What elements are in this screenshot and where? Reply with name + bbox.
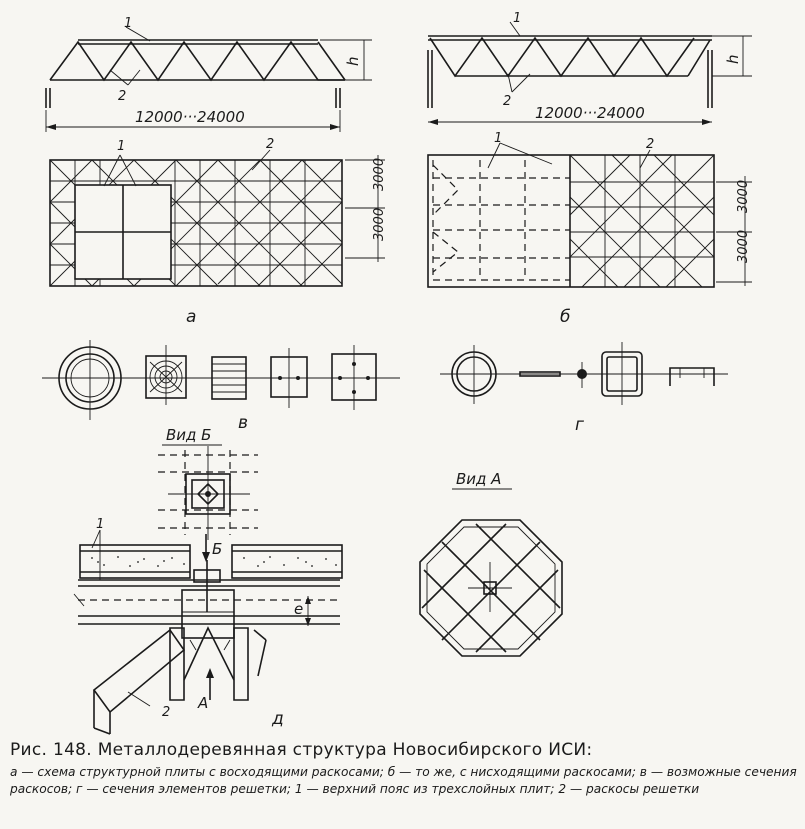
dim-3000-b-top: 3000 bbox=[736, 180, 751, 213]
span-dim-b: 12000···24000 bbox=[535, 104, 645, 122]
panel-label-v: в bbox=[238, 413, 248, 433]
panel-label-b: б bbox=[560, 307, 570, 327]
label-1-plan-b: 1 bbox=[494, 131, 502, 146]
label-h-a: h bbox=[344, 56, 362, 66]
label-2-plan-a: 2 bbox=[266, 137, 274, 152]
dim-3000-b-bottom: 3000 bbox=[736, 230, 751, 263]
panel-label-a: а bbox=[186, 307, 196, 327]
span-dim-a: 12000···24000 bbox=[135, 108, 245, 126]
panel-label-d: д bbox=[271, 709, 284, 729]
label-1-elev-a: 1 bbox=[124, 16, 132, 31]
elevation-b bbox=[427, 21, 752, 125]
label-1-plan-a: 1 bbox=[117, 139, 125, 154]
label-2-elev-b: 2 bbox=[503, 94, 511, 109]
label-2-detail: 2 bbox=[162, 705, 170, 720]
sections-v bbox=[42, 340, 400, 420]
plan-b bbox=[427, 142, 752, 288]
arrow-b-label: Б bbox=[212, 540, 222, 558]
panel-label-g: г bbox=[575, 415, 584, 435]
elevation-a bbox=[45, 26, 372, 132]
view-b-label: Вид Б bbox=[166, 426, 211, 444]
label-2-plan-b: 2 bbox=[646, 137, 654, 152]
node-detail-d bbox=[73, 446, 343, 735]
figure-caption: Рис. 148. Металлодеревянная структура Но… bbox=[10, 740, 800, 798]
label-1-elev-b: 1 bbox=[513, 11, 521, 26]
arrow-a-label: А bbox=[197, 694, 208, 712]
view-a-label: Вид А bbox=[456, 470, 501, 488]
plan-a bbox=[49, 149, 385, 287]
offset-e-label: е bbox=[294, 600, 303, 618]
sections-g bbox=[440, 342, 728, 405]
dim-3000-a-top: 3000 bbox=[372, 158, 387, 191]
caption-title: Рис. 148. Металлодеревянная структура Но… bbox=[10, 740, 593, 760]
label-2-elev-a: 2 bbox=[118, 89, 126, 104]
dim-3000-a-bottom: 3000 bbox=[372, 208, 387, 241]
structure-drawing: 1 2 h 12000···24000 bbox=[42, 11, 752, 735]
label-h-b: h bbox=[724, 54, 742, 64]
label-1-detail: 1 bbox=[96, 517, 104, 532]
caption-legend: а — схема структурной плиты с восходящим… bbox=[10, 765, 797, 796]
view-a-octagon bbox=[419, 519, 563, 657]
